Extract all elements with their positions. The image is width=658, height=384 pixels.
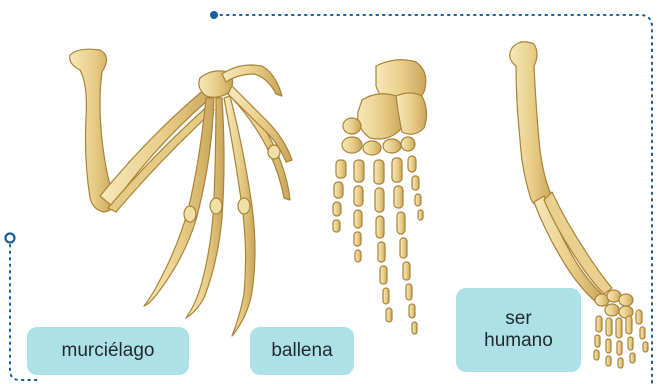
human-carpals [595, 290, 633, 318]
label-human-line1: ser [505, 308, 531, 330]
bat-finger-3 [224, 96, 255, 336]
bat-wing-bones [70, 49, 292, 336]
label-whale-text: ballena [271, 340, 332, 362]
end-ring-icon [6, 234, 15, 243]
label-human-line2: humano [484, 330, 553, 352]
label-whale: ballena [250, 327, 354, 375]
whale-fingers [333, 156, 423, 334]
human-fingers [594, 310, 648, 368]
whale-flipper-bones [333, 60, 427, 334]
label-bat: murciélago [27, 327, 189, 375]
human-humerus [510, 42, 553, 208]
label-bat-text: murciélago [62, 340, 155, 362]
human-radius [534, 196, 604, 302]
label-human: ser humano [456, 288, 581, 372]
start-dot-icon [210, 11, 218, 19]
